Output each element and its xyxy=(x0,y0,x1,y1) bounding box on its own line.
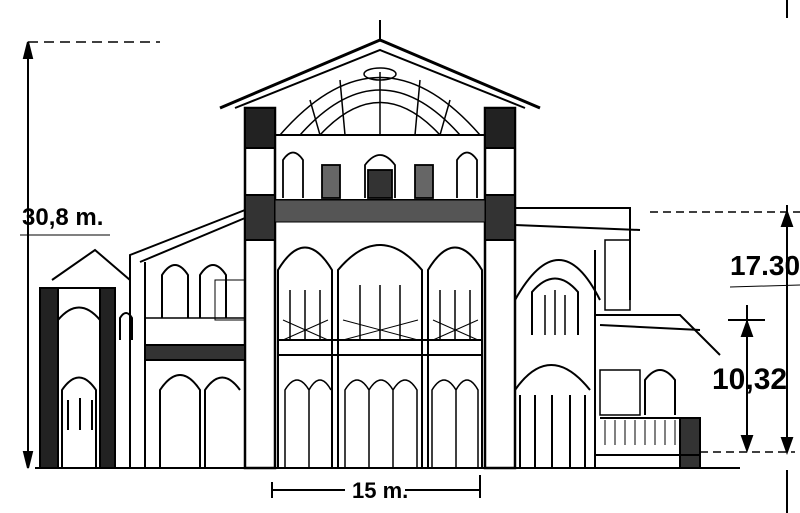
dimension-total-height xyxy=(20,41,160,469)
right-annex xyxy=(595,314,721,469)
dimension-nave-height xyxy=(650,0,800,513)
nave-arcade xyxy=(277,244,483,468)
aisle-height-label: 10,32 xyxy=(712,363,788,396)
dimension-aisle-height xyxy=(700,305,795,453)
dome xyxy=(279,67,481,136)
nave-height-label: 17.30 xyxy=(730,250,800,281)
left-tower xyxy=(39,248,133,469)
central-roof xyxy=(219,20,541,110)
clerestory-windows xyxy=(282,151,478,199)
dimension-scale-width xyxy=(271,475,481,498)
right-aisle xyxy=(514,207,641,468)
colonnade xyxy=(282,285,479,468)
total-height-label: 30,8 m. xyxy=(22,204,104,231)
scale-width-label: 15 m. xyxy=(352,478,409,503)
left-aisle xyxy=(129,209,246,468)
